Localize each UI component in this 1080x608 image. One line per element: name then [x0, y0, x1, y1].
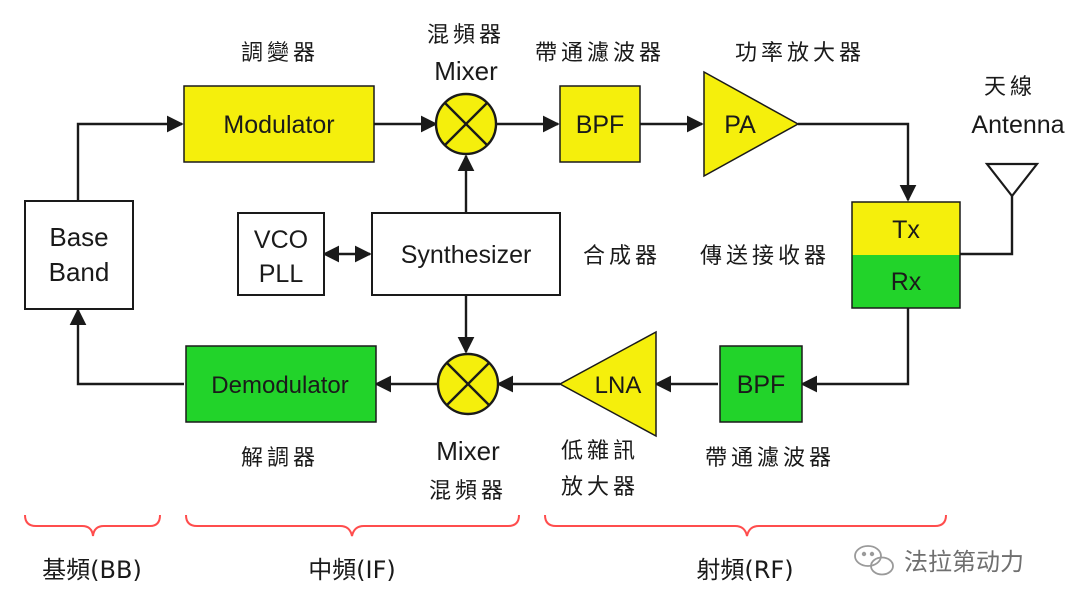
path-demodulator-to-baseband [69, 308, 184, 386]
mixer-top [434, 92, 498, 156]
bpf-bottom-block: BPF [719, 345, 803, 423]
lna-amplifier: LNA [558, 330, 657, 438]
signal-paths [69, 115, 1014, 393]
bpf-top-label: BPF [576, 111, 625, 139]
modulator-label: Modulator [223, 111, 334, 139]
baseband-block: Base Band [24, 200, 134, 310]
lna-caption-2: 放大器 [561, 475, 639, 500]
section-rf-label: 射頻(RF) [696, 556, 793, 584]
tx-label: Tx [892, 216, 920, 244]
synthesizer-label: Synthesizer [401, 241, 532, 269]
mixer-bottom-caption-en: Mixer [436, 436, 500, 466]
bpf-top-caption: 帶通濾波器 [535, 41, 665, 66]
pa-caption: 功率放大器 [735, 41, 865, 66]
antenna-caption-cn: 天線 [984, 75, 1036, 100]
lna-caption-1: 低雜訊 [561, 439, 639, 464]
brace-rf [544, 514, 947, 537]
path-pa-to-tx [798, 122, 917, 202]
mixer-top-caption-en: Mixer [434, 56, 498, 86]
mixer-bottom-caption-cn: 混頻器 [429, 479, 507, 504]
path-rx-to-bpf [800, 308, 910, 393]
demodulator-caption: 解調器 [241, 446, 319, 471]
wechat-icon [854, 545, 894, 576]
rx-label: Rx [891, 268, 922, 296]
modulator-caption: 調變器 [241, 41, 319, 66]
transceiver-caption: 傳送接收器 [700, 244, 830, 269]
brace-if [185, 514, 520, 537]
pa-label: PA [724, 111, 756, 139]
vco-label: VCO [254, 226, 308, 254]
section-bb-label: 基頻(BB) [42, 556, 142, 584]
synthesizer-caption: 合成器 [583, 244, 661, 269]
lna-label: LNA [595, 372, 642, 399]
antenna-caption-en: Antenna [971, 111, 1064, 139]
bpf-bottom-label: BPF [737, 371, 786, 399]
bpf-top-block: BPF [559, 85, 641, 163]
watermark-text: 法拉第动力 [904, 548, 1024, 576]
synthesizer-block: Synthesizer [371, 212, 561, 296]
vco-pll-block: VCO PLL [237, 212, 325, 296]
watermark: 法拉第动力 [854, 545, 1024, 576]
bpf-bottom-caption: 帶通濾波器 [705, 446, 835, 471]
modulator-block: Modulator [183, 85, 375, 163]
demodulator-label: Demodulator [211, 372, 348, 399]
transceiver-block: Tx Rx [851, 201, 961, 309]
mixer-bottom [436, 352, 500, 416]
section-if-label: 中頻(IF) [308, 556, 396, 584]
baseband-label-2: Band [49, 257, 110, 287]
path-tx-to-antenna [960, 196, 1014, 256]
pa-amplifier: PA [703, 70, 800, 178]
baseband-label-1: Base [49, 222, 108, 252]
brace-bb [24, 514, 161, 537]
path-baseband-to-modulator [76, 115, 184, 200]
mixer-top-caption-cn: 混頻器 [427, 23, 505, 48]
section-braces [24, 514, 947, 537]
pll-label: PLL [259, 260, 304, 288]
demodulator-block: Demodulator [185, 345, 377, 423]
antenna-icon [984, 162, 1040, 198]
